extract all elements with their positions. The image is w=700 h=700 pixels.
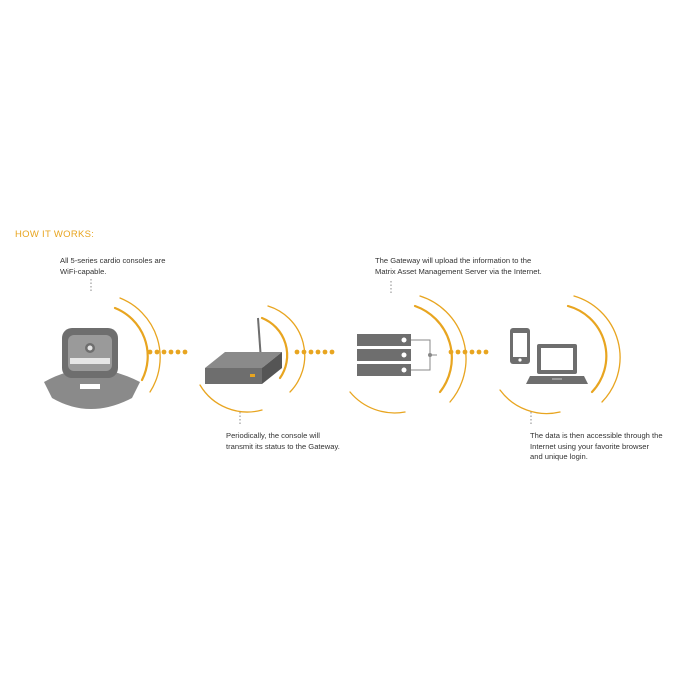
caption-gateway-line-2: Matrix Asset Management Server via the I… <box>375 266 542 276</box>
caption-access-line-2: Internet using your favorite browser <box>530 441 650 451</box>
caption-gateway-line-1: The Gateway will upload the information … <box>375 256 532 265</box>
phone-icon <box>510 328 530 364</box>
caption-console-line-1: All 5-series cardio consoles are <box>60 256 166 265</box>
caption-transmit-line-2: transmit its status to the Gateway. <box>226 441 340 451</box>
wifi-arc-icon <box>113 295 621 415</box>
caption-access: The data is then accessible through the … <box>530 431 690 463</box>
section-heading: HOW IT WORKS: <box>15 229 95 240</box>
caption-transmit: Periodically, the console will transmit … <box>226 431 376 452</box>
router-icon <box>205 317 282 384</box>
caption-transmit-line-1: Periodically, the console will <box>226 431 320 440</box>
laptop-icon <box>526 344 588 384</box>
caption-access-line-3: and unique login. <box>530 452 588 461</box>
leader-lines <box>90 279 532 426</box>
caption-console: All 5-series cardio consoles are WiFi-ca… <box>60 256 210 277</box>
console-icon <box>44 328 140 409</box>
server-icon <box>357 334 437 376</box>
caption-gateway-upload: The Gateway will upload the information … <box>375 256 595 277</box>
caption-console-line-2: WiFi-capable. <box>60 266 107 276</box>
connector-dots <box>147 349 489 355</box>
caption-access-line-1: The data is then accessible through the <box>530 431 663 440</box>
